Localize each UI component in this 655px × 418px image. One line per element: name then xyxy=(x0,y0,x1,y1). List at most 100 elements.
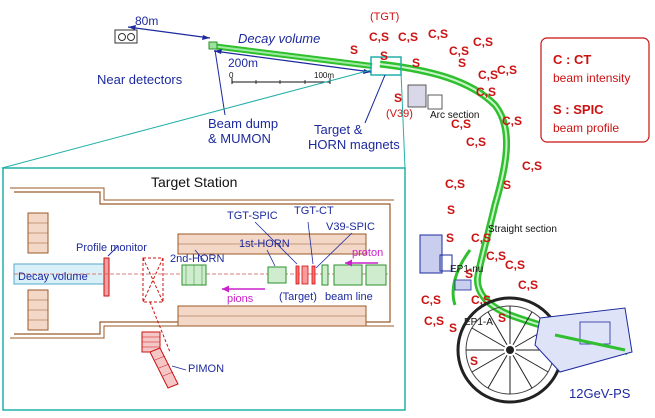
label-near-detectors: Near detectors xyxy=(97,72,183,87)
scale-100m: 100m xyxy=(314,71,334,80)
label-target: (Target) xyxy=(279,291,317,303)
scale-zero: 0 xyxy=(229,71,234,80)
monitor-label: C,S xyxy=(451,117,471,131)
label-200m: 200m xyxy=(228,56,258,70)
monitor-label: C,S xyxy=(518,278,538,292)
label-pions: pions xyxy=(227,293,254,305)
monitor-label: C,S xyxy=(471,231,491,245)
monitor-label: C,S xyxy=(497,63,517,77)
target-station-inset: Target Station xyxy=(2,167,406,411)
tgt-spic-marker xyxy=(295,265,300,285)
legend-box: C : CT beam intensity S : SPIC beam prof… xyxy=(540,37,650,143)
label-tgt-spic: TGT-SPIC xyxy=(227,210,278,222)
tag-tgt: (TGT) xyxy=(370,11,399,23)
monitor-label: S xyxy=(394,91,402,105)
inset-connector-right xyxy=(400,71,406,169)
ps-spoke xyxy=(471,352,506,373)
label-target-horn-1: Target & xyxy=(314,122,363,137)
label-horn1: 1st-HORN xyxy=(239,238,290,250)
monitor-label: C,S xyxy=(421,293,441,307)
label-ep1-a: EP1-A xyxy=(464,317,493,328)
secondary-branch xyxy=(451,249,472,306)
beam-dump-icon xyxy=(208,41,218,50)
label-12gev-ps: 12GeV-PS xyxy=(569,386,631,401)
label-tgt-ct: TGT-CT xyxy=(294,205,334,217)
label-ts-decay-volume: Decay volume xyxy=(18,271,88,283)
inset-connector-left xyxy=(1,69,372,169)
horn1-icon xyxy=(267,266,287,284)
label-beam-dump-2: & MUMON xyxy=(208,131,271,146)
profile-monitor-icon xyxy=(103,257,110,297)
monitor-label: S xyxy=(380,49,388,63)
monitor-label: C,S xyxy=(471,293,491,307)
label-80m: 80m xyxy=(135,14,158,28)
legend-ct-key: C : CT xyxy=(553,52,591,67)
monitor-label: S xyxy=(458,56,466,70)
label-decay-volume: Decay volume xyxy=(238,31,320,46)
monitor-label: C,S xyxy=(473,35,493,49)
target-leader xyxy=(364,74,386,124)
monitor-label: C,S xyxy=(449,44,469,58)
beamline-magnet-1 xyxy=(321,264,329,286)
pimon-structure xyxy=(142,257,171,353)
label-straight-section: Straight section xyxy=(488,224,557,235)
monitor-label: C,S xyxy=(522,159,542,173)
beam-dump-leader xyxy=(214,49,226,116)
monitor-label: S xyxy=(446,231,454,245)
monitor-label: C,S xyxy=(369,30,389,44)
legend-spic-key: S : SPIC xyxy=(553,102,604,117)
tgt-ct-marker xyxy=(311,265,316,285)
monitor-label: S xyxy=(470,354,478,368)
target-marker xyxy=(301,265,309,285)
legend-spic-desc: beam profile xyxy=(553,121,619,135)
ps-spoke xyxy=(487,354,508,389)
label-beam-dump-1: Beam dump xyxy=(208,116,278,131)
monitor-label: S xyxy=(412,56,420,70)
monitor-label: C,S xyxy=(424,314,444,328)
primary-beamline-core xyxy=(379,63,629,353)
ts-leader-lines xyxy=(194,221,353,269)
monitor-label: C,S xyxy=(476,85,496,99)
monitor-label: S xyxy=(498,311,506,325)
monitor-label: C,S xyxy=(486,249,506,263)
monitor-label: S xyxy=(503,178,511,192)
label-pimon: PIMON xyxy=(188,363,224,375)
ps-spoke xyxy=(512,311,533,346)
monitor-label: C,S xyxy=(445,177,465,191)
label-ep1-nu: EP1-nu xyxy=(450,264,483,275)
label-target-horn-2: HORN magnets xyxy=(308,137,400,152)
ts-title: Target Station xyxy=(151,174,237,190)
label-arc-section: Arc section xyxy=(430,110,479,121)
monitor-label: S xyxy=(449,321,457,335)
tag-v39: (V39) xyxy=(386,108,413,120)
monitor-label: C,S xyxy=(466,135,486,149)
beamline-magnet-2 xyxy=(333,264,363,286)
ps-spoke xyxy=(471,327,506,348)
decay-volume-core xyxy=(211,45,373,67)
monitor-label: C,S xyxy=(398,30,418,44)
monitor-label: C,S xyxy=(428,27,448,41)
beamline-path xyxy=(211,43,630,356)
monitor-label: S xyxy=(447,203,455,217)
label-profile-monitor: Profile monitor xyxy=(76,242,147,254)
near-detectors-icon xyxy=(114,29,138,44)
arc-annex-icon xyxy=(427,94,443,110)
ps-spoke xyxy=(487,311,508,346)
monitor-label: S xyxy=(350,43,358,57)
ep1-equipment xyxy=(419,234,472,291)
ps-spoke xyxy=(512,354,533,389)
monitor-label: C,S xyxy=(502,114,522,128)
ps-building xyxy=(534,307,633,373)
monitor-label: C,S xyxy=(478,68,498,82)
target-area-box xyxy=(370,56,402,76)
label-beam-line: beam line xyxy=(325,291,373,303)
monitor-label: C,S xyxy=(505,258,525,272)
label-v39-spic: V39-SPIC xyxy=(326,221,375,233)
legend-ct-desc: beam intensity xyxy=(553,71,630,85)
dimension-80m xyxy=(127,25,211,40)
arc-building-icon xyxy=(407,84,427,108)
label-horn2: 2nd-HORN xyxy=(170,253,224,265)
